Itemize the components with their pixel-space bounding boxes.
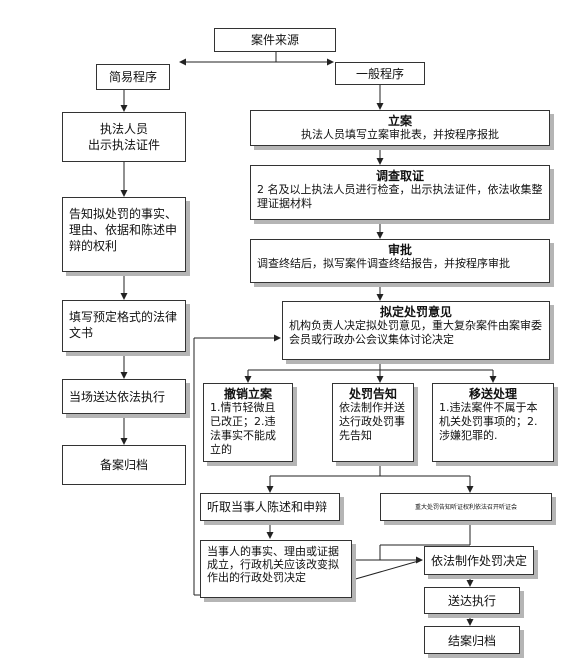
filing-text: 执法人员填写立案审批表，并按程序报批 [301,128,499,141]
revoke-filing-text: 1.情节轻微且已改正；2.违法事实不能成立的 [210,401,276,456]
approval-box: 审批 调查终结后，拟写案件调查终结报告，并按程序审批 [250,239,550,283]
transfer-text: 1.违法案件不属于本机关处罚事项的；2.涉嫌犯罪的. [439,401,538,442]
investigation-title: 调查取证 [375,169,424,183]
case-close-archive-box: 结案归档 [424,626,520,654]
approval-title: 审批 [387,243,412,257]
simple-step-inform-rights: 告知拟处罚的事实、理由、依据和陈述申辩的权利 [62,197,186,272]
revoke-filing-title: 撤销立案 [223,387,272,401]
simple-step-archive: 备案归档 [62,445,186,485]
simple-procedure-box: 简易程序 [96,64,170,90]
penalty-opinion-box: 拟定处罚意见 机构负责人决定拟处罚意见，重大复杂案件由案审委会员或行政办公会议集… [282,301,550,360]
revoke-filing-box: 撤销立案 1.情节轻微且已改正；2.违法事实不能成立的 [203,383,293,462]
penalty-opinion-text: 机构负责人决定拟处罚意见，重大复杂案件由案审委会员或行政办公会议集体讨论决定 [289,319,542,346]
general-procedure-box: 一般程序 [335,62,425,85]
penalty-opinion-title: 拟定处罚意见 [379,305,452,319]
penalty-notice-title: 处罚告知 [348,387,397,401]
filing-title: 立案 [387,114,412,128]
hearing-statement-box: 听取当事人陈述和申辩 [200,493,340,521]
penalty-notice-text: 依法制作并送达行政处罚事先告知 [339,401,405,442]
transfer-box: 移送处理 1.违法案件不属于本机关处罚事项的；2.涉嫌犯罪的. [432,383,554,462]
simple-step-deliver: 当场送达依法执行 [62,379,186,414]
investigation-box: 调查取证 2 名及以上执法人员进行检查，出示执法证件，依法收集整理证据材料 [250,165,550,220]
approval-text: 调查终结后，拟写案件调查终结报告，并按程序审批 [257,257,510,270]
major-hearing-box: 重大处罚告知听证权利依法召开听证会 [380,493,552,521]
change-decision-box: 当事人的事实、理由或证据成立，行政机关应该改变拟作出的行政处罚决定 [200,540,352,598]
investigation-text: 2 名及以上执法人员进行检查，出示执法证件，依法收集整理证据材料 [257,183,543,210]
simple-step-show-id: 执法人员 出示执法证件 [62,112,186,162]
transfer-title: 移送处理 [468,387,517,401]
case-source-box: 案件来源 [214,28,336,52]
filing-box: 立案 执法人员填写立案审批表，并按程序报批 [250,110,550,146]
penalty-decision-box: 依法制作处罚决定 [424,546,534,575]
penalty-notice-box: 处罚告知 依法制作并送达行政处罚事先告知 [332,383,414,462]
simple-step-fill-form: 填写预定格式的法律文书 [62,300,186,352]
deliver-execute-box: 送达执行 [424,587,520,614]
